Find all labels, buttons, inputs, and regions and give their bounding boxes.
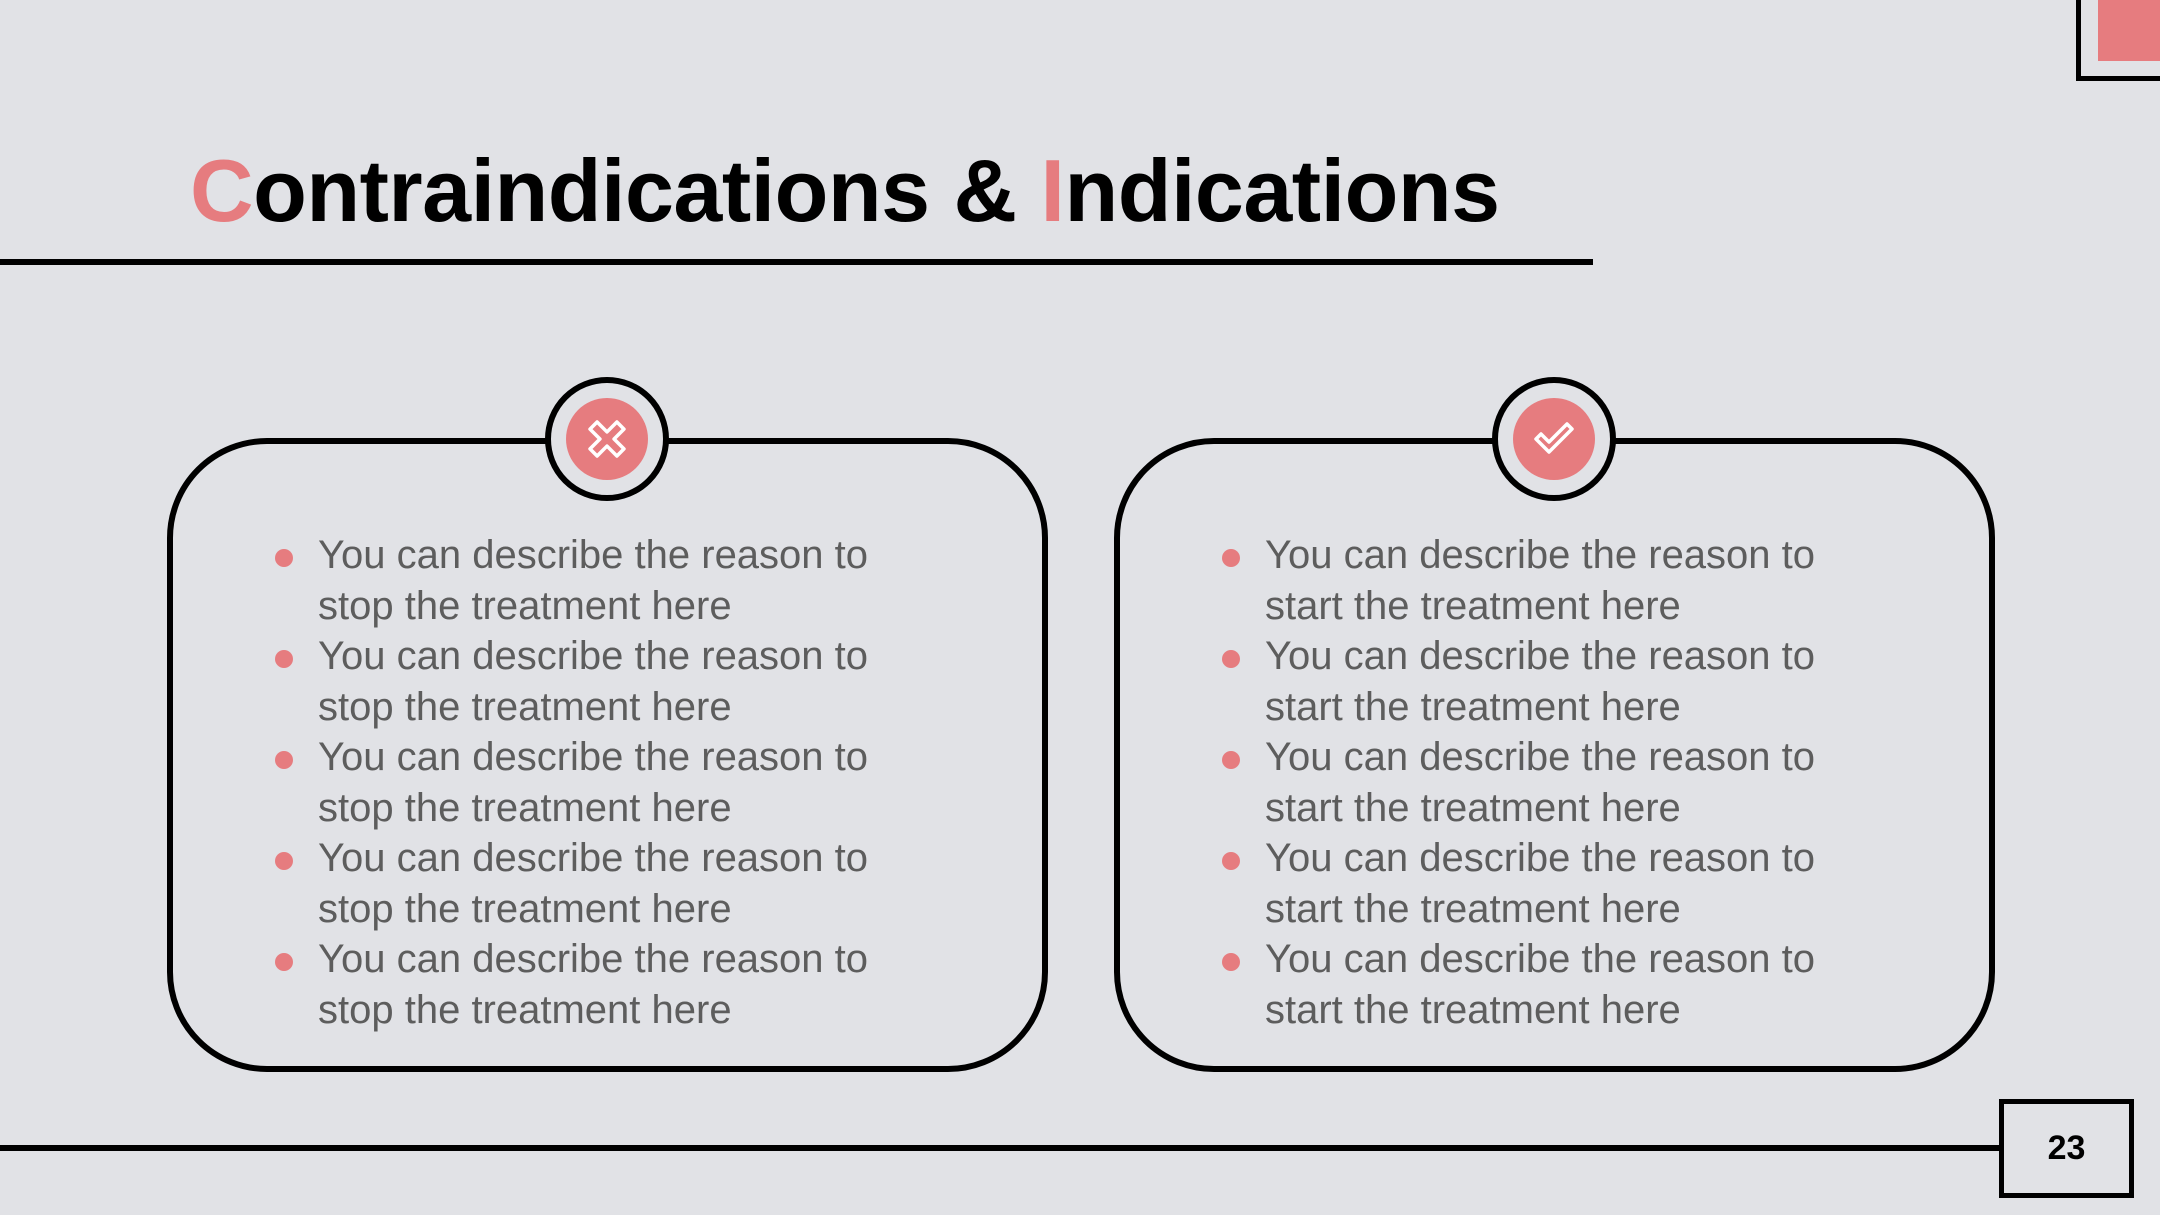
- bullet-dot: [1222, 852, 1240, 870]
- bullet-dot: [275, 751, 293, 769]
- list-item: You can describe the reason to start the…: [1219, 934, 1859, 1035]
- list-item-text: You can describe the reason to stop the …: [318, 836, 869, 931]
- footer-rule: [0, 1145, 2000, 1151]
- bullet-dot: [1222, 650, 1240, 668]
- bullet-dot: [1222, 549, 1240, 567]
- checkmark-icon: [1513, 398, 1595, 480]
- title-part: ontraindications &: [253, 141, 1041, 240]
- corner-decoration-square: [2098, 0, 2160, 61]
- list-item-text: You can describe the reason to start the…: [1265, 735, 1816, 830]
- contraindications-badge: [545, 377, 669, 501]
- list-item-text: You can describe the reason to stop the …: [318, 634, 869, 729]
- list-item: You can describe the reason to start the…: [1219, 833, 1859, 934]
- corner-decoration-frame: [2076, 0, 2160, 81]
- title-part: ndications: [1064, 141, 1500, 240]
- list-item-text: You can describe the reason to stop the …: [318, 735, 869, 830]
- list-item-text: You can describe the reason to stop the …: [318, 937, 869, 1032]
- list-item: You can describe the reason to stop the …: [272, 631, 912, 732]
- bullet-dot: [1222, 751, 1240, 769]
- list-item-text: You can describe the reason to start the…: [1265, 836, 1816, 931]
- page-number: 23: [1999, 1099, 2134, 1198]
- list-item: You can describe the reason to stop the …: [272, 934, 912, 1035]
- bullet-dot: [275, 953, 293, 971]
- list-item: You can describe the reason to start the…: [1219, 631, 1859, 732]
- bullet-dot: [275, 549, 293, 567]
- title-initial-c: C: [190, 141, 254, 240]
- contraindications-list: You can describe the reason to stop the …: [272, 530, 912, 1035]
- list-item-text: You can describe the reason to start the…: [1265, 937, 1816, 1032]
- list-item: You can describe the reason to stop the …: [272, 833, 912, 934]
- x-cross-icon: [566, 398, 648, 480]
- list-item-text: You can describe the reason to stop the …: [318, 533, 869, 628]
- list-item-text: You can describe the reason to start the…: [1265, 634, 1816, 729]
- title-initial-i: I: [1040, 141, 1065, 240]
- list-item: You can describe the reason to stop the …: [272, 732, 912, 833]
- bullet-dot: [275, 852, 293, 870]
- indications-list: You can describe the reason to start the…: [1219, 530, 1859, 1035]
- slide-title: Contraindications & Indications: [190, 140, 1500, 241]
- list-item: You can describe the reason to start the…: [1219, 732, 1859, 833]
- list-item: You can describe the reason to stop the …: [272, 530, 912, 631]
- list-item: You can describe the reason to start the…: [1219, 530, 1859, 631]
- title-underline: [0, 259, 1593, 265]
- list-item-text: You can describe the reason to start the…: [1265, 533, 1816, 628]
- bullet-dot: [275, 650, 293, 668]
- indications-badge: [1492, 377, 1616, 501]
- bullet-dot: [1222, 953, 1240, 971]
